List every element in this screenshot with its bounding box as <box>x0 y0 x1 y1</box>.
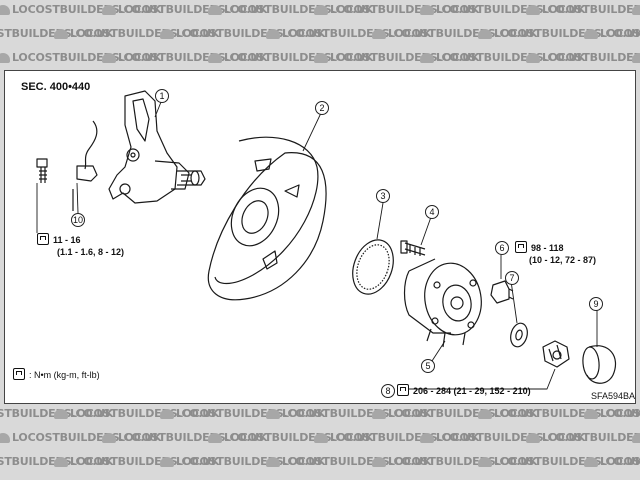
steering-knuckle <box>108 90 206 204</box>
watermark-text: LOCOSTBUILDERS.CO.UK <box>476 24 640 44</box>
watermark-text: LOCOSTBUILDERS.CO.UK <box>476 404 640 424</box>
watermark-text: LOCOSTBUILDERS.CO.UK <box>264 24 431 44</box>
callout-3: 3 <box>376 189 390 203</box>
callout-2: 2 <box>315 101 329 115</box>
hub-bolt <box>400 240 426 256</box>
watermark-text: LOCOSTBUILDERS.CO.UK <box>158 452 325 472</box>
watermark-text: LOCOSTBUILDERS.CO.UK <box>264 404 431 424</box>
watermark-text: LOCOSTBUILDERS.CO.UK <box>582 404 640 424</box>
watermark-text: LOCOSTBUILDERS.CO.UK <box>312 428 479 448</box>
watermark-text: LOCOSTBUILDERS.CO.UK <box>524 428 640 448</box>
watermark-text: LOCOSTBUILDERS.CO.UK <box>370 452 537 472</box>
leader-lines <box>36 101 598 390</box>
callout-9: 9 <box>589 297 603 311</box>
callout-10: 10 <box>71 213 85 227</box>
torque-wrench-icon <box>515 241 527 253</box>
watermark-row: LOCOSTBUILDERS.CO.UKLOCOSTBUILDERS.CO.UK… <box>0 48 640 68</box>
watermark-text: LOCOSTBUILDERS.CO.UK <box>418 428 585 448</box>
watermark-text: LOCOSTBUILDERS.CO.UK <box>52 452 219 472</box>
torque-spec-a-line2: (1.1 - 1.6, 8 - 12) <box>57 247 125 257</box>
watermark-row: LOCOSTBUILDERS.CO.UKLOCOSTBUILDERS.CO.UK… <box>0 0 640 20</box>
watermark-text: LOCOSTBUILDERS.CO.UK <box>476 452 640 472</box>
watermark-text: LOCOSTBUILDERS.CO.UK <box>0 24 113 44</box>
watermark-text: LOCOSTBUILDERS.CO.UK <box>206 428 373 448</box>
watermark-row: LOCOSTBUILDERS.CO.UKLOCOSTBUILDERS.CO.UK… <box>0 404 640 424</box>
watermark-text: LOCOSTBUILDERS.CO.UK <box>0 452 113 472</box>
wheel-hub <box>403 258 482 348</box>
torque-spec-b-line2: (10 - 12, 72 - 87) <box>529 255 597 265</box>
washer <box>510 322 528 348</box>
grease-cap <box>582 345 617 384</box>
watermark-text: LOCOSTBUILDERS.CO.UK <box>206 48 373 68</box>
watermark-text: LOCOSTBUILDERS.CO.UK <box>52 404 219 424</box>
callout-8: 8 <box>381 384 395 398</box>
figure-code: SFA594BA <box>591 391 636 401</box>
watermark-text: LOCOSTBUILDERS.CO.UK <box>312 48 479 68</box>
torque-spec-c-text: 206 - 284 (21 - 29, 152 - 210) <box>413 386 531 396</box>
watermark-text: LOCOSTBUILDERS.CO.UK <box>0 48 161 68</box>
castle-nut <box>542 340 570 368</box>
watermark-text: LOCOSTBUILDERS.CO.UK <box>158 24 325 44</box>
torque-spec-b: 98 - 118 <box>515 241 564 253</box>
watermark-text: LOCOSTBUILDERS.CO.UK <box>582 452 640 472</box>
diagram-drawing <box>36 90 617 390</box>
torque-spec-c: 206 - 284 (21 - 29, 152 - 210) <box>397 384 531 396</box>
callout-5: 5 <box>421 359 435 373</box>
watermark-banner-bottom: LOCOSTBUILDERS.CO.UKLOCOSTBUILDERS.CO.UK… <box>0 404 640 480</box>
watermark-text: LOCOSTBUILDERS.CO.UK <box>630 428 640 448</box>
watermark-banner-top: LOCOSTBUILDERS.CO.UKLOCOSTBUILDERS.CO.UK… <box>0 0 640 70</box>
section-label: SEC. 400•440 <box>21 81 91 93</box>
watermark-text: LOCOSTBUILDERS.CO.UK <box>630 0 640 20</box>
watermark-text: LOCOSTBUILDERS.CO.UK <box>418 48 585 68</box>
callout-1: 1 <box>155 89 169 103</box>
watermark-text: LOCOSTBUILDERS.CO.UK <box>418 0 585 20</box>
watermark-text: LOCOSTBUILDERS.CO.UK <box>100 428 267 448</box>
watermark-text: LOCOSTBUILDERS.CO.UK <box>100 0 267 20</box>
torque-spec-a-line1: 11 - 16 <box>53 235 81 245</box>
watermark-text: LOCOSTBUILDERS.CO.UK <box>312 0 479 20</box>
diagram-panel: SEC. 400•440 1 2 3 4 5 6 7 8 9 10 11 - 1… <box>4 70 636 404</box>
watermark-text: LOCOSTBUILDERS.CO.UK <box>582 24 640 44</box>
torque-spec-b-line1: 98 - 118 <box>531 243 564 253</box>
watermark-text: LOCOSTBUILDERS.CO.UK <box>52 24 219 44</box>
torque-wrench-icon <box>397 384 409 396</box>
sensor-rotor-ring <box>352 239 394 295</box>
callout-7: 7 <box>505 271 519 285</box>
unit-legend-text: : N•m (kg-m, ft-lb) <box>29 370 100 380</box>
watermark-text: LOCOSTBUILDERS.CO.UK <box>0 428 161 448</box>
knuckle-bolt <box>36 158 48 183</box>
unit-legend: : N•m (kg-m, ft-lb) <box>13 368 100 380</box>
watermark-text: LOCOSTBUILDERS.CO.UK <box>100 48 267 68</box>
watermark-text: LOCOSTBUILDERS.CO.UK <box>0 0 161 20</box>
watermark-text: LOCOSTBUILDERS.CO.UK <box>370 404 537 424</box>
watermark-text: LOCOSTBUILDERS.CO.UK <box>524 0 640 20</box>
watermark-text: LOCOSTBUILDERS.CO.UK <box>158 404 325 424</box>
callout-6: 6 <box>495 241 509 255</box>
torque-spec-a: 11 - 16 <box>37 233 81 245</box>
abs-sensor <box>72 120 98 211</box>
watermark-row: LOCOSTBUILDERS.CO.UKLOCOSTBUILDERS.CO.UK… <box>0 452 640 472</box>
baffle-plate <box>207 136 327 301</box>
watermark-text: LOCOSTBUILDERS.CO.UK <box>370 24 537 44</box>
watermark-row: LOCOSTBUILDERS.CO.UKLOCOSTBUILDERS.CO.UK… <box>0 24 640 44</box>
watermark-text: LOCOSTBUILDERS.CO.UK <box>524 48 640 68</box>
watermark-text: LOCOSTBUILDERS.CO.UK <box>0 404 113 424</box>
watermark-text: LOCOSTBUILDERS.CO.UK <box>630 48 640 68</box>
callout-4: 4 <box>425 205 439 219</box>
watermark-text: LOCOSTBUILDERS.CO.UK <box>206 0 373 20</box>
torque-wrench-icon <box>37 233 49 245</box>
watermark-row: LOCOSTBUILDERS.CO.UKLOCOSTBUILDERS.CO.UK… <box>0 428 640 448</box>
torque-wrench-icon <box>13 368 25 380</box>
watermark-text: LOCOSTBUILDERS.CO.UK <box>264 452 431 472</box>
